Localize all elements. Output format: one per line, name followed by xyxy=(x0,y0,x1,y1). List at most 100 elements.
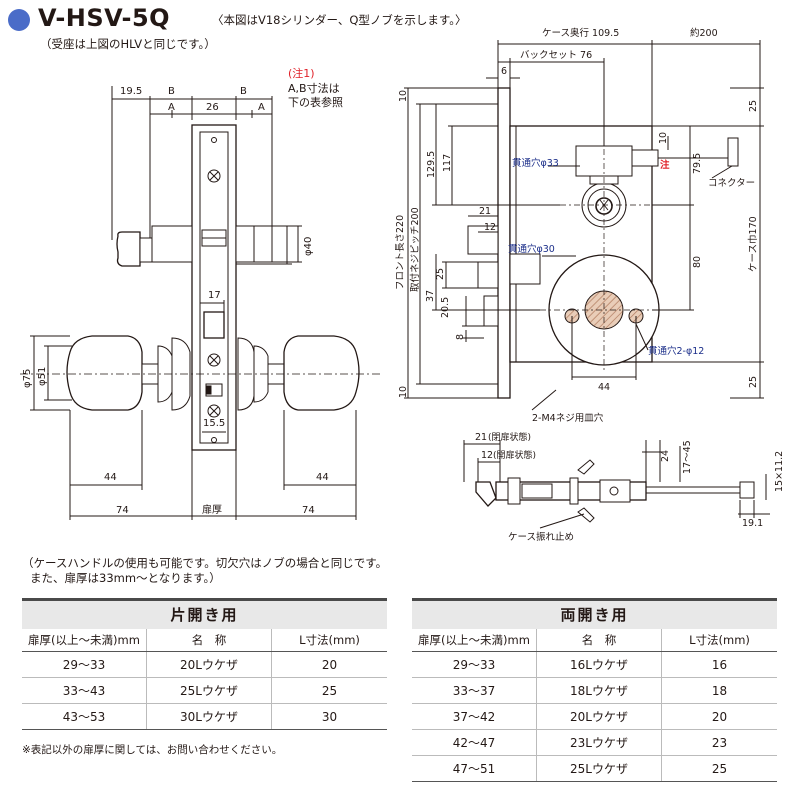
header-door-thickness: 扉厚(以上～未満)mm xyxy=(22,629,147,652)
note-1-label: (注1) xyxy=(288,66,315,80)
dim-phi40: φ40 xyxy=(303,237,314,256)
header-name: 名 称 xyxy=(146,629,272,652)
left-view xyxy=(20,86,380,520)
dim-21-side: 21 xyxy=(475,432,487,443)
header-door-thickness: 扉厚(以上～未満)mm xyxy=(412,629,537,652)
dim-17: 17 xyxy=(208,290,221,301)
subtitle-line2: （受座は上図のHLVと同じです。） xyxy=(40,37,216,51)
note-1-line2: 下の表参照 xyxy=(288,95,343,109)
cell-l: 30 xyxy=(271,703,387,730)
subtitle-line1: 〈本図はV18シリンダー、Q型ノブを示します。〉 xyxy=(212,13,467,27)
dim-phi75: φ75 xyxy=(22,369,33,388)
dim-10-connector: 10 xyxy=(658,132,669,144)
table-row: 37～42 20Lウケザ 20 xyxy=(412,703,777,730)
dim-80: 80 xyxy=(692,256,703,268)
dim-10-top: 10 xyxy=(398,90,409,102)
side-view xyxy=(463,440,770,529)
dim-15x11-2: 15×11.2 xyxy=(774,451,785,492)
dim-21-side-note: (閉扉状態) xyxy=(488,431,531,443)
side-view-labels: 21 (閉扉状態) 12 (開扉状態) 24 17～45 15×11.2 19.… xyxy=(475,431,785,543)
table-row: 33～43 25Lウケザ 25 xyxy=(22,677,387,704)
footnote: ※表記以外の扉厚に関しては、お問い合わせください。 xyxy=(22,744,283,756)
dim-screw-pitch: 取付ネジピッチ200 xyxy=(410,207,421,292)
dim-10-bottom: 10 xyxy=(398,386,409,398)
dim-74-left: 74 xyxy=(116,505,129,516)
dim-21-right: 21 xyxy=(479,206,491,217)
label-case-stabilizer: ケース振れ止め xyxy=(508,531,574,543)
cell-name: 20Lウケザ xyxy=(536,703,662,730)
cell-name: 16Lウケザ xyxy=(536,651,662,678)
cell-l: 25 xyxy=(661,755,777,782)
dim-44-right: 44 xyxy=(316,472,329,483)
cell-door: 42～47 xyxy=(412,729,537,756)
cell-l: 23 xyxy=(661,729,777,756)
dim-74-right: 74 xyxy=(302,505,315,516)
cell-name: 30Lウケザ xyxy=(146,703,272,730)
cell-name: 25Lウケザ xyxy=(536,755,662,782)
cell-l: 18 xyxy=(661,677,777,704)
cell-door: 37～42 xyxy=(412,703,537,730)
dim-15-5: 15.5 xyxy=(203,418,225,429)
dim-24: 24 xyxy=(660,450,671,462)
dim-case-width: ケース巾170 xyxy=(747,216,759,272)
table-double: 扉厚(以上～未満)mm 名 称 L寸法(mm) 29～33 16Lウケザ 16 … xyxy=(412,629,777,782)
dim-25-latch: 25 xyxy=(435,268,446,280)
cell-door: 29～33 xyxy=(22,651,147,678)
cell-door: 29～33 xyxy=(412,651,537,678)
table-row: 42～47 23Lウケザ 23 xyxy=(412,729,777,756)
title-bullet xyxy=(8,9,30,31)
dim-a-right: A xyxy=(258,102,265,113)
label-connector: コネクター xyxy=(708,178,755,189)
table-header-row: 扉厚(以上～未満)mm 名 称 L寸法(mm) xyxy=(412,629,777,652)
cell-name: 18Lウケザ xyxy=(536,677,662,704)
right-view xyxy=(404,40,764,411)
table-row: 29～33 20Lウケザ 20 xyxy=(22,651,387,678)
table-header-row: 扉厚(以上～未満)mm 名 称 L寸法(mm) xyxy=(22,629,387,652)
dim-backset: バックセット 76 xyxy=(520,50,592,61)
header-l-dimension: L寸法(mm) xyxy=(271,629,387,652)
table-single: 扉厚(以上～未満)mm 名 称 L寸法(mm) 29～33 20Lウケザ 20 … xyxy=(22,629,387,730)
label-note-mark: 注 xyxy=(660,159,670,171)
table-double-title: 両開き用 xyxy=(412,598,777,629)
label-hole-12: 貫通穴2-φ12 xyxy=(648,345,704,357)
note-case-handle-1: （ケースハンドルの使用も可能です。切欠穴はノブの場合と同じです。 xyxy=(22,556,387,570)
table-row: 33～37 18Lウケザ 18 xyxy=(412,677,777,704)
dim-8: 8 xyxy=(455,334,466,340)
dim-44-left: 44 xyxy=(104,472,117,483)
technical-drawing: 19.5 B B A A 26 17 15.5 44 44 74 74 扉厚 φ… xyxy=(20,27,785,585)
dim-front-length: フロント長さ220 xyxy=(395,215,406,290)
cell-l: 25 xyxy=(271,677,387,704)
table-single-title: 片開き用 xyxy=(22,598,387,629)
dim-6: 6 xyxy=(501,66,507,77)
dim-17-45: 17～45 xyxy=(682,440,693,474)
note-case-handle-2: また、扉厚は33mm～となります。） xyxy=(30,571,221,585)
dim-79-5: 79.5 xyxy=(692,153,703,174)
dim-129-5: 129.5 xyxy=(426,151,437,178)
dim-25-bottom: 25 xyxy=(748,376,759,388)
dim-phi51: φ51 xyxy=(37,367,48,386)
table-row: 29～33 16Lウケザ 16 xyxy=(412,651,777,678)
cell-door: 47～51 xyxy=(412,755,537,782)
header-l-dimension: L寸法(mm) xyxy=(661,629,777,652)
label-hole-33: 貫通穴φ33 xyxy=(512,157,559,169)
cell-door: 43～53 xyxy=(22,703,147,730)
dim-b-left: B xyxy=(168,86,175,97)
dim-37: 37 xyxy=(425,290,436,302)
dim-b-right: B xyxy=(240,86,247,97)
dim-12-side: 12 xyxy=(481,450,493,461)
note-1-line1: A,B寸法は xyxy=(288,81,340,95)
dim-20-5: 20.5 xyxy=(440,297,451,318)
cell-door: 33～43 xyxy=(22,677,147,704)
dim-a-left: A xyxy=(168,102,175,113)
label-hole-30: 貫通穴φ30 xyxy=(508,243,555,255)
dim-19-1: 19.1 xyxy=(742,518,763,529)
label-screw-hole: 2-M4ネジ用皿穴 xyxy=(532,412,604,424)
cell-l: 20 xyxy=(661,703,777,730)
dim-25-top: 25 xyxy=(748,100,759,112)
dim-12-right: 12 xyxy=(484,222,496,233)
cell-l: 20 xyxy=(271,651,387,678)
dim-117: 117 xyxy=(442,154,453,172)
right-view-labels: ケース奥行 109.5 約200 バックセット 76 6 10 10 フロント長… xyxy=(395,27,759,424)
cell-name: 25Lウケザ xyxy=(146,677,272,704)
table-row: 47～51 25Lウケザ 25 xyxy=(412,755,777,782)
